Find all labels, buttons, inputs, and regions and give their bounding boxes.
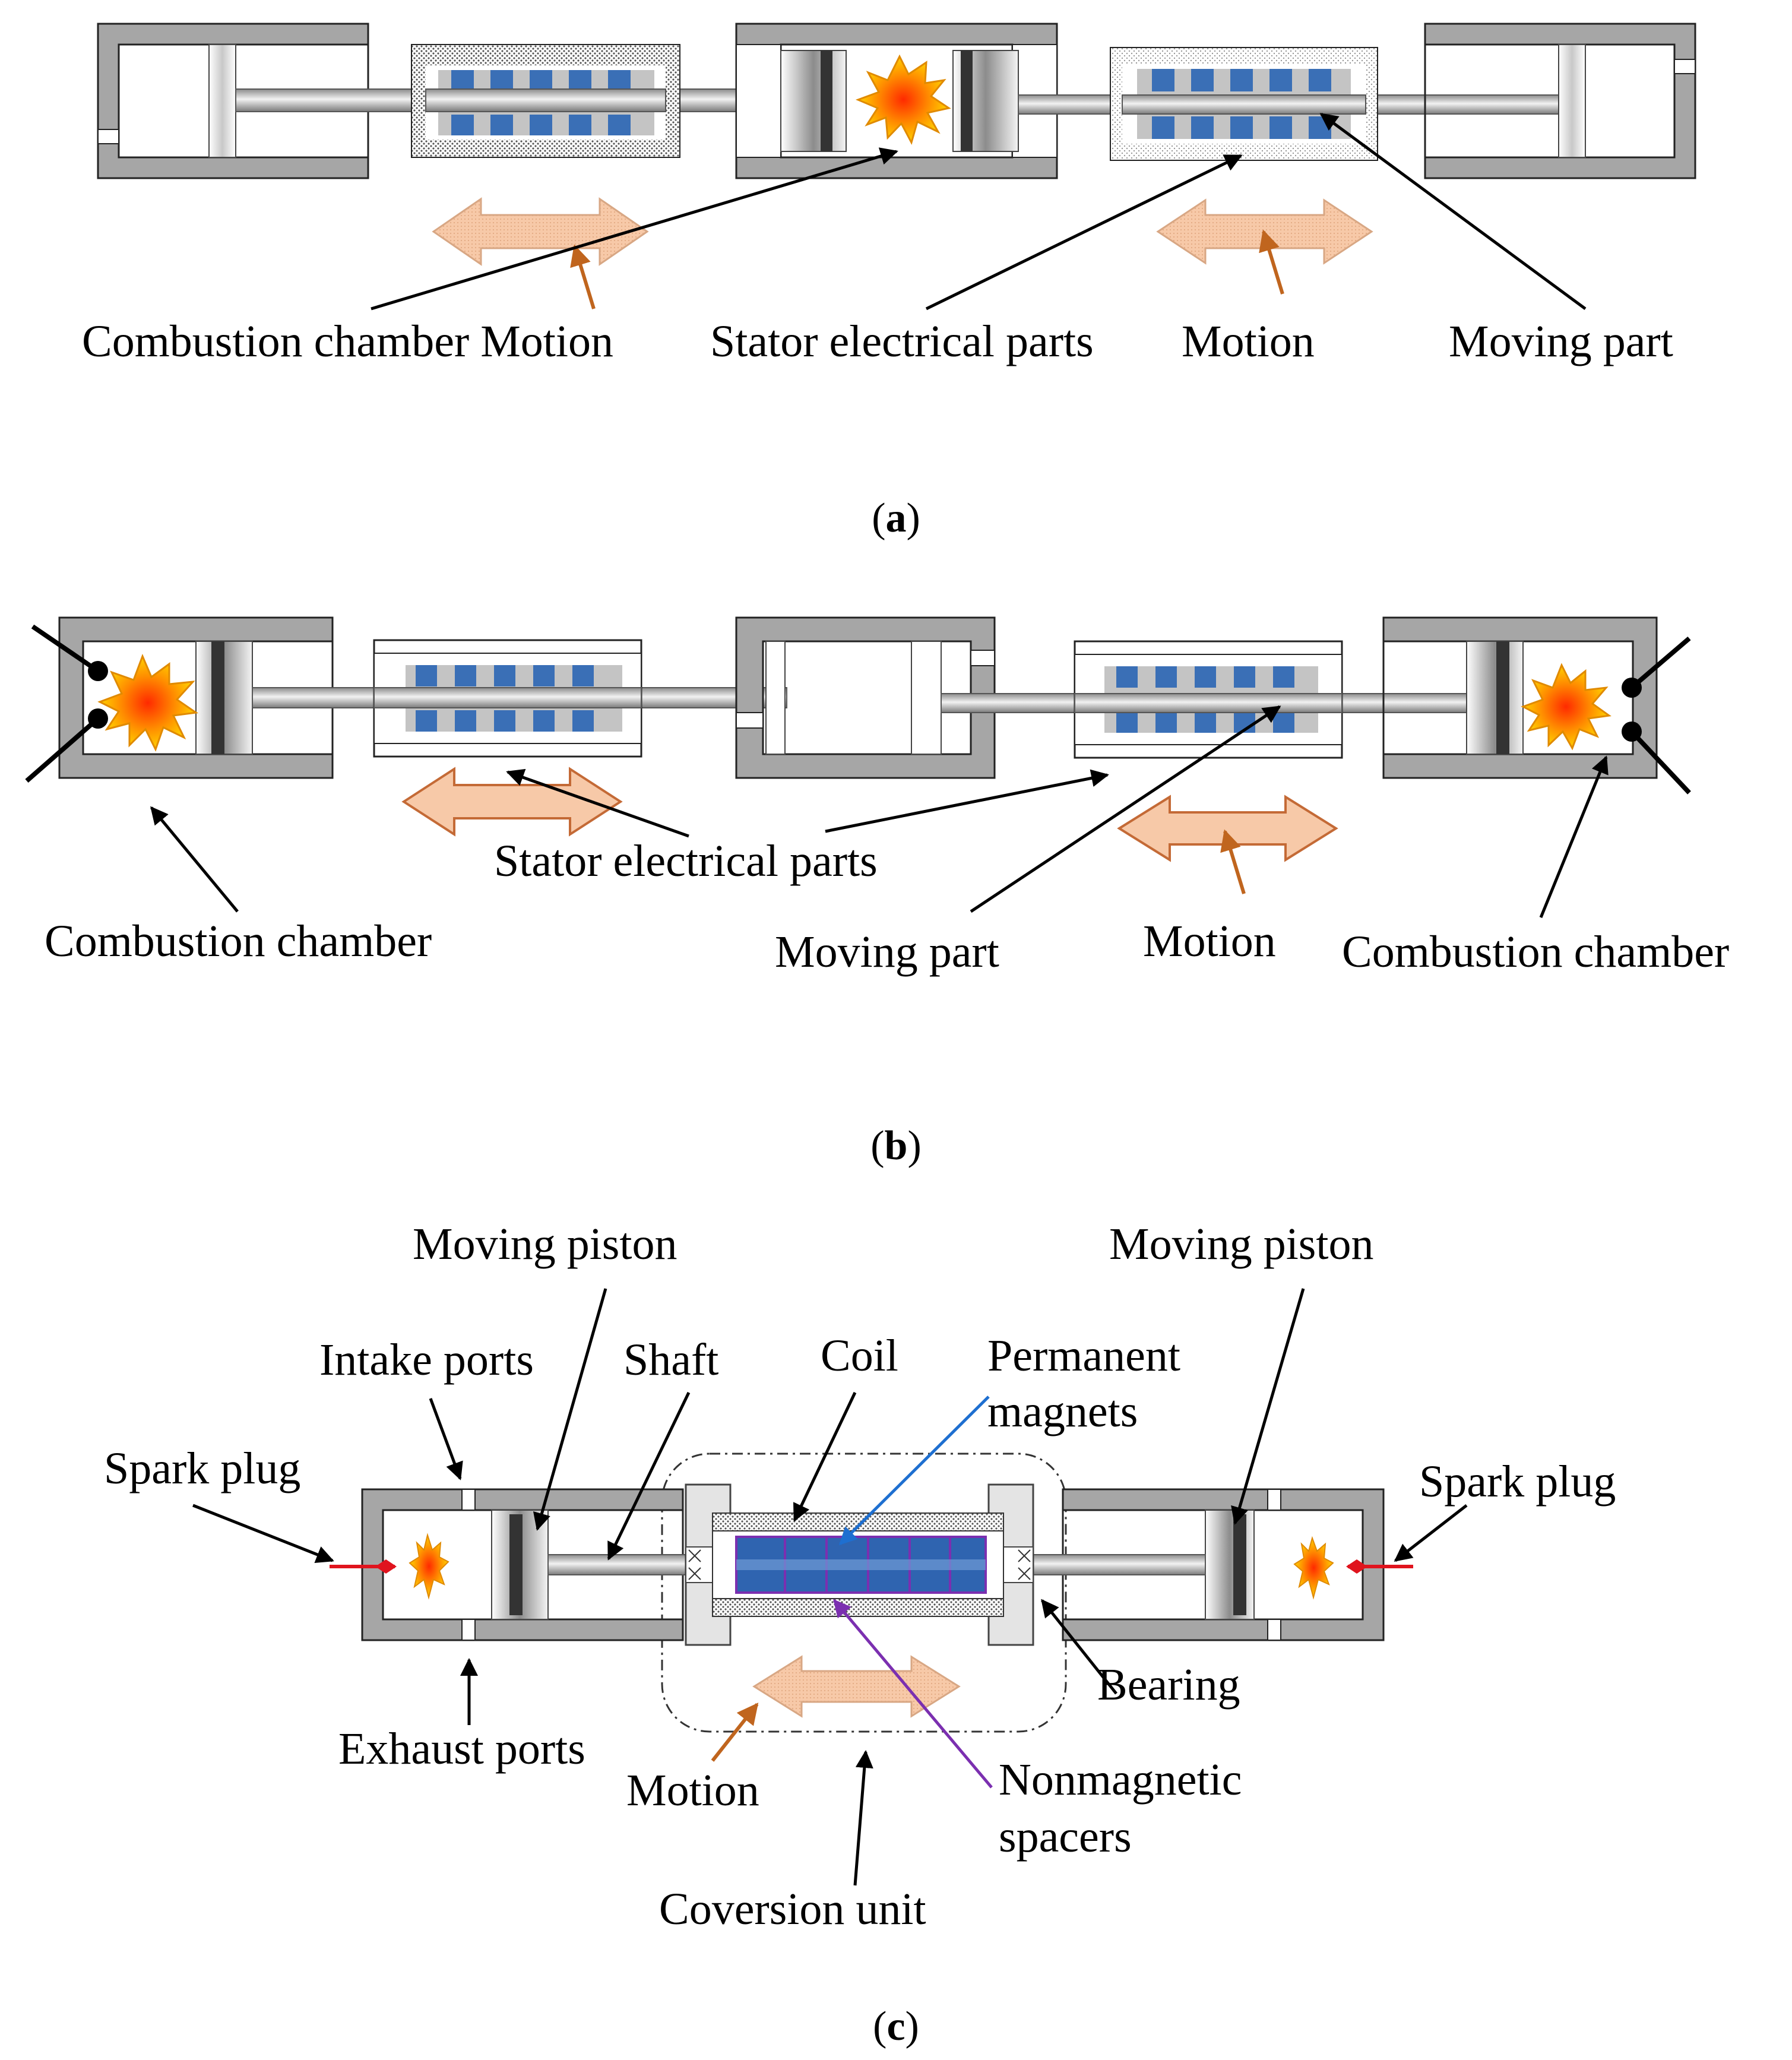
panel-c-left-cylinder (361, 1488, 684, 1641)
panel-b-motion-arrow-left (401, 767, 623, 837)
panel-b-label-combustion-chamber-left: Combustion chamber (45, 916, 432, 966)
panel-c-label-coil: Coil (821, 1331, 898, 1381)
panel-c-left-flame-icon (409, 1533, 449, 1600)
panel-c-label-shaft: Shaft (623, 1335, 718, 1385)
panel-a-label-combustion-chamber-motion: Combustion chamber Motion (82, 317, 613, 366)
panel-a-caption: (a) (872, 495, 920, 541)
panel-a-label-motion: Motion (1182, 317, 1315, 366)
panel-c-label-conversion-unit: Coversion unit (659, 1884, 926, 1934)
panel-c-motion-arrow (752, 1655, 961, 1718)
panel-b-middle-piston-left (765, 641, 786, 755)
panel-c-right-piston (1205, 1510, 1255, 1620)
panel-b-left-explosion-icon (97, 653, 199, 752)
panel-b-middle-piston-right (911, 641, 942, 755)
panel-a-right-port (1674, 59, 1696, 74)
panel-b-right-piston (1466, 641, 1524, 755)
panel-c-label-moving-piston-left: Moving piston (413, 1219, 677, 1269)
panel-b-left-spark-plug-top (31, 624, 100, 673)
panel-b-right-chamber (1382, 616, 1658, 779)
panel-c-label-spark-plug-right: Spark plug (1419, 1457, 1616, 1507)
panel-b-right-spark-plug-bottom (1630, 730, 1691, 795)
panel-c-label-permanent-magnets-1: Permanent (987, 1331, 1180, 1381)
panel-a-motion-arrow-left (432, 197, 649, 266)
panel-b-label-motion: Motion (1143, 916, 1276, 966)
panel-c-label-nonmagnetic-spacers-2: spacers (999, 1812, 1132, 1862)
panel-c: Moving piston Moving piston Intake ports… (104, 1219, 1616, 2049)
panel-a-middle-piston-left (780, 50, 847, 152)
panel-a-explosion-icon (855, 54, 951, 145)
panel-b-label-stator-electrical-parts: Stator electrical parts (494, 836, 878, 886)
panel-c-label-permanent-magnets-2: magnets (987, 1387, 1138, 1436)
panel-c-conversion-unit-frame (661, 1453, 1067, 1733)
panel-b-left-spark-plug-bottom (25, 716, 100, 783)
panel-a-label-stator-electrical-parts: Stator electrical parts (710, 317, 1094, 366)
panel-c-caption: (c) (873, 2004, 919, 2049)
panel-b-right-spark-plug-top (1630, 636, 1691, 690)
panel-c-intake-port (461, 1489, 476, 1511)
panel-a-left-cylinder (97, 23, 369, 179)
panel-c-permanent-magnets (735, 1536, 987, 1594)
panel-b-motion-arrow-right (1117, 795, 1338, 862)
panel-c-label-spark-plug-left: Spark plug (104, 1444, 300, 1493)
panel-b: Stator electrical parts Combustion chamb… (25, 616, 1729, 1169)
panel-c-label-exhaust-ports: Exhaust ports (338, 1724, 585, 1774)
panel-a-left-piston (208, 44, 236, 158)
panel-c-label-nonmagnetic-spacers-1: Nonmagnetic (999, 1755, 1242, 1805)
panel-c-right-flame-icon (1293, 1536, 1334, 1600)
panel-a-right-cylinder (1424, 23, 1696, 179)
panel-c-label-intake-ports: Intake ports (319, 1335, 534, 1385)
panel-a-left-port (97, 129, 119, 144)
panel-a-label-moving-part: Moving part (1449, 317, 1673, 366)
panel-a-magnets-left (451, 70, 631, 135)
panel-b-caption: (b) (870, 1123, 922, 1169)
panel-a: Combustion chamber Motion Stator electri… (82, 23, 1696, 541)
panel-b-label-moving-part: Moving part (775, 927, 999, 977)
panel-b-right-explosion-icon (1521, 663, 1611, 751)
panel-b-magnets-left (416, 665, 594, 732)
panel-a-right-piston (1558, 44, 1586, 158)
panel-c-exhaust-port (461, 1619, 476, 1641)
panel-c-label-bearing: Bearing (1097, 1660, 1240, 1710)
panel-b-magnets-right (1116, 666, 1294, 733)
panel-b-label-combustion-chamber-right: Combustion chamber (1342, 927, 1729, 977)
panel-c-label-moving-piston-right: Moving piston (1109, 1219, 1374, 1269)
panel-c-label-motion: Motion (626, 1765, 759, 1815)
